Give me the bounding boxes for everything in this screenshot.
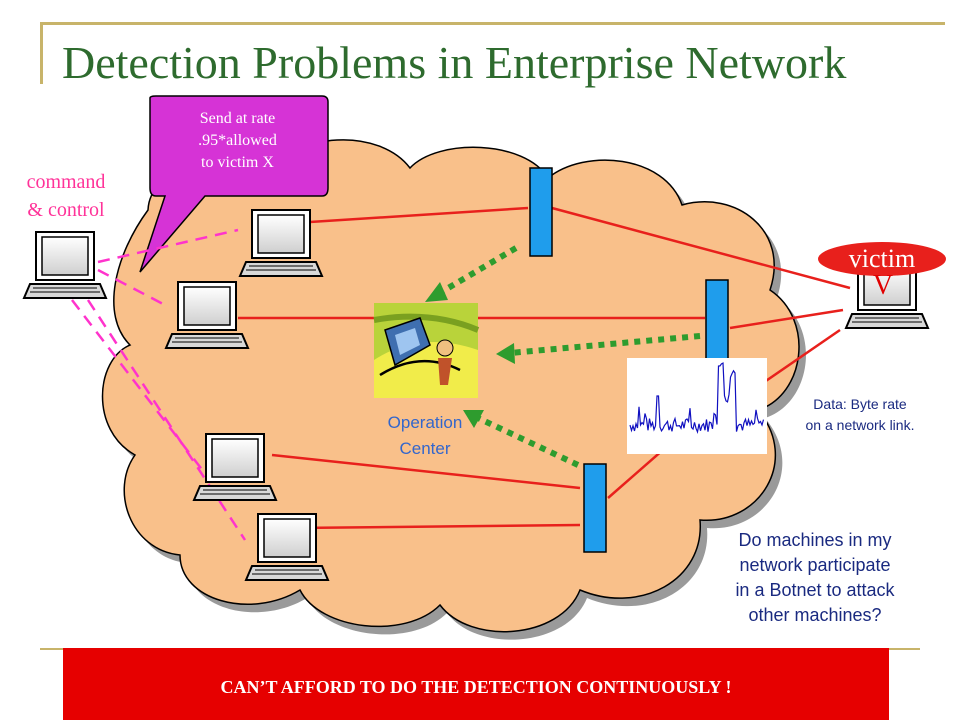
laptop-icon — [239, 209, 323, 277]
data-note-line: on a network link. — [805, 417, 915, 433]
callout-line: .95*allowed — [198, 132, 277, 149]
warning-banner: CAN’T AFFORD TO DO THE DETECTION CONTINU… — [63, 648, 889, 720]
operation-center-line: Center — [399, 439, 451, 458]
operation-center-clipart — [373, 303, 480, 398]
question-line: network participate — [739, 555, 891, 575]
question-line: in a Botnet to attack — [735, 580, 895, 600]
reporting-arrowheads — [425, 282, 515, 428]
victim-label: victim — [848, 244, 916, 273]
laptop-icon — [165, 281, 249, 349]
laptop-icon — [23, 231, 107, 299]
laptop-icon — [193, 433, 277, 501]
command-control-label: command & control — [6, 168, 126, 224]
question-line: Do machines in my — [738, 530, 892, 550]
data-note-line: Data: Byte rate — [813, 396, 907, 412]
command-control-line: & control — [27, 199, 105, 221]
laptop-icon — [245, 513, 329, 581]
router-icon — [529, 167, 729, 553]
slide-frame-vertical — [40, 22, 43, 84]
slide-frame-top — [40, 22, 945, 25]
data-note: Data: Byte rate on a network link. — [770, 394, 950, 436]
warning-banner-text: CAN’T AFFORD TO DO THE DETECTION CONTINU… — [220, 677, 732, 697]
callout-line: to victim X — [201, 154, 274, 171]
victim-symbol: V — [872, 270, 894, 301]
victim-badge — [818, 242, 946, 276]
control-links — [71, 228, 247, 541]
question-line: other machines? — [748, 605, 882, 625]
traffic-plot — [627, 358, 767, 454]
callout-text: Send at rate .95*allowed to victim X — [150, 108, 325, 174]
botnet-question: Do machines in my network participate in… — [690, 528, 940, 628]
command-control-line: command — [26, 171, 106, 193]
callout-line: Send at rate — [199, 110, 276, 127]
callout-bubble — [139, 95, 329, 273]
reporting-links — [436, 245, 701, 468]
operation-center-label: Operation Center — [355, 410, 495, 462]
slide-title: Detection Problems in Enterprise Network — [62, 37, 847, 88]
operation-center-line: Operation — [387, 413, 463, 432]
